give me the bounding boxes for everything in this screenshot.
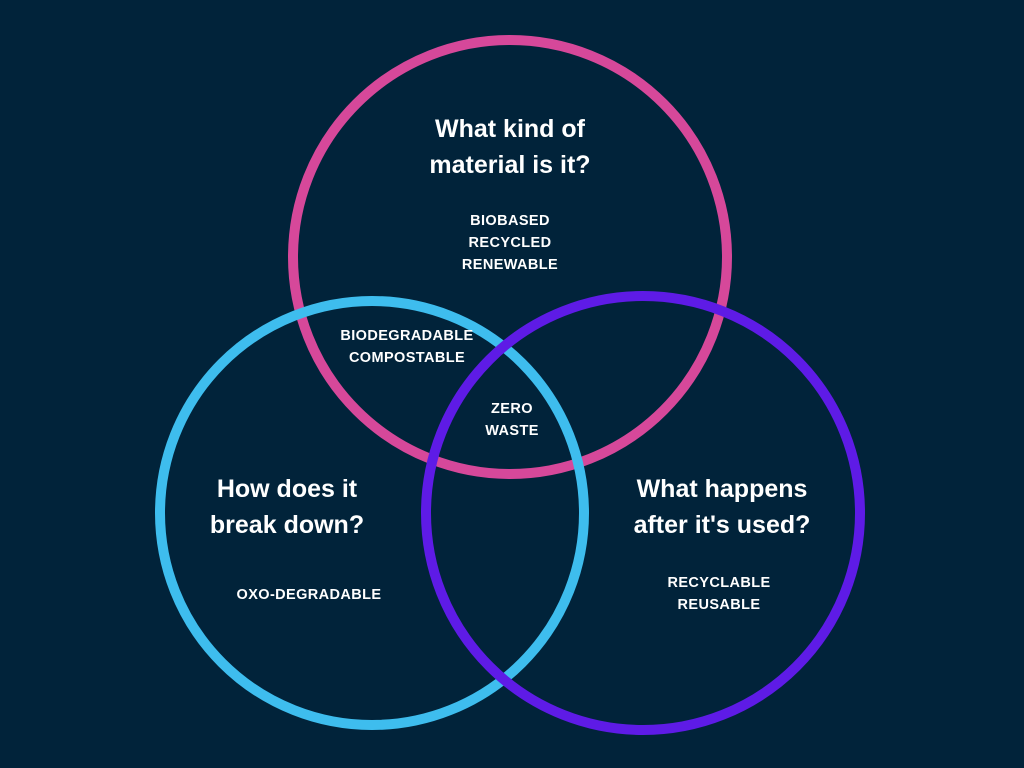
- breakdown-heading: How does it break down?: [209, 475, 365, 539]
- after-use-circle: [421, 291, 865, 735]
- center-overlap-items: ZERO WASTE: [485, 401, 539, 439]
- after-use-items: RECYCLABLE REUSABLE: [667, 575, 771, 613]
- material-items: BIOBASED RECYCLED RENEWABLE: [461, 213, 559, 273]
- material-circle: [288, 35, 732, 479]
- material-breakdown-overlap-items: BIODEGRADABLE COMPOSTABLE: [340, 328, 474, 366]
- after-use-heading: What happens after it's used?: [633, 475, 811, 539]
- breakdown-items: OXO-DEGRADABLE: [236, 587, 382, 603]
- breakdown-circle: [155, 296, 589, 730]
- material-heading: What kind of material is it?: [429, 115, 591, 179]
